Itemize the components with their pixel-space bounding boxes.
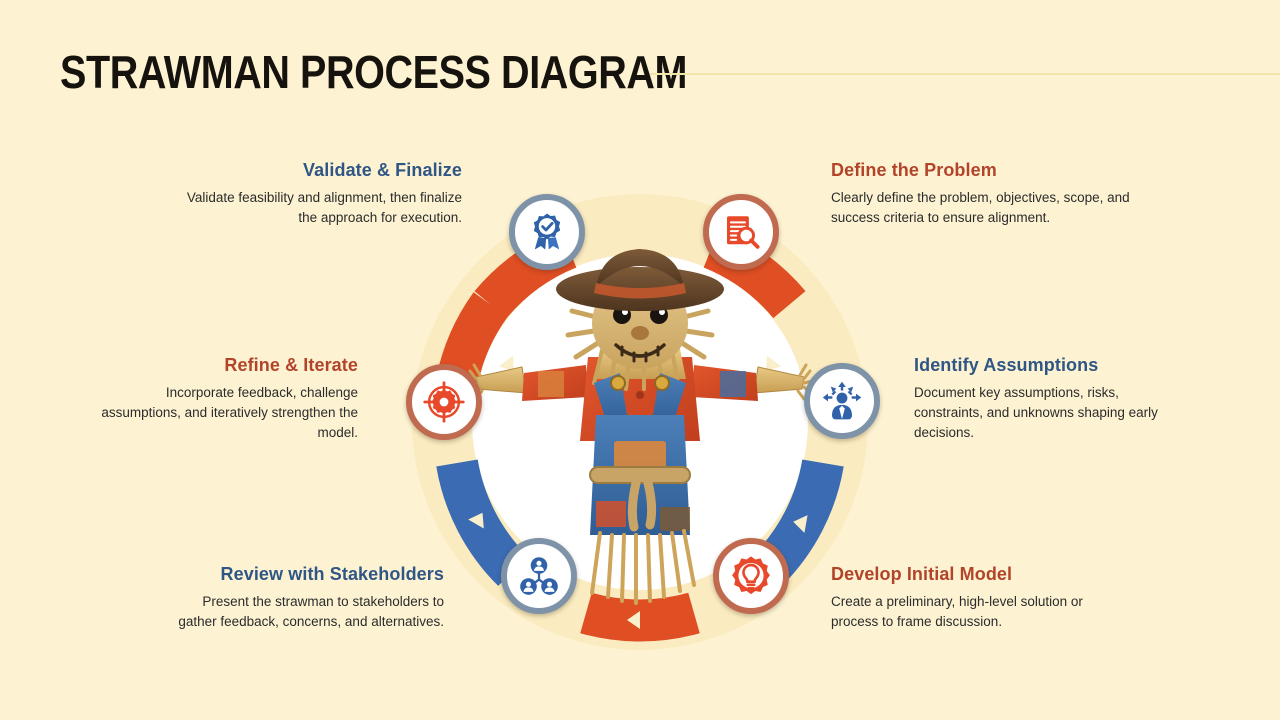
step-icon-define-the-problem[interactable] [703,194,779,270]
gear-target-icon [423,381,465,423]
step-text-develop-initial-model: Develop Initial Model Create a prelimina… [831,564,1111,632]
step-icon-refine-and-iterate[interactable] [406,364,482,440]
step-title-refine-and-iterate: Refine & Iterate [224,355,358,375]
award-ribbon-check-icon [526,211,568,253]
arrow-notch-bottom [627,611,640,629]
person-arrows-icon [821,380,863,422]
step-title-define-the-problem: Define the Problem [831,160,997,180]
stakeholder-network-icon [518,555,560,597]
step-body-validate-and-finalize: Validate feasibility and alignment, then… [186,189,462,225]
step-text-identify-assumptions: Identify Assumptions Document key assump… [914,355,1160,443]
step-text-review-with-stakeholders: Review with Stakeholders Present the str… [176,564,444,632]
step-title-develop-initial-model: Develop Initial Model [831,564,1013,584]
title-divider [650,73,1280,75]
step-title-identify-assumptions: Identify Assumptions [914,355,1099,375]
document-magnifier-icon [720,211,762,253]
step-body-define-the-problem: Clearly define the problem, objectives, … [831,189,1130,225]
step-icon-develop-initial-model[interactable] [713,538,789,614]
step-icon-review-with-stakeholders[interactable] [501,538,577,614]
arrow-notch-bottom-left [468,512,484,529]
step-title-validate-and-finalize: Validate & Finalize [303,160,462,180]
page-title: STRAWMAN PROCESS DIAGRAM [60,46,688,98]
step-body-identify-assumptions: Document key assumptions, risks, constra… [914,384,1158,440]
step-title-review-with-stakeholders: Review with Stakeholders [220,564,444,584]
step-icon-validate-and-finalize[interactable] [509,194,585,270]
arrow-notch-right [793,515,808,533]
step-body-refine-and-iterate: Incorporate feedback, challenge assumpti… [101,384,358,440]
step-icon-identify-assumptions[interactable] [804,363,880,439]
step-text-validate-and-finalize: Validate & Finalize Validate feasibility… [186,160,462,228]
step-body-develop-initial-model: Create a preliminary, high-level solutio… [831,593,1083,629]
lightbulb-gear-icon [730,555,772,597]
step-text-define-the-problem: Define the Problem Clearly define the pr… [831,160,1141,228]
step-text-refine-and-iterate: Refine & Iterate Incorporate feedback, c… [100,355,358,443]
step-body-review-with-stakeholders: Present the strawman to stakeholders to … [178,593,444,629]
